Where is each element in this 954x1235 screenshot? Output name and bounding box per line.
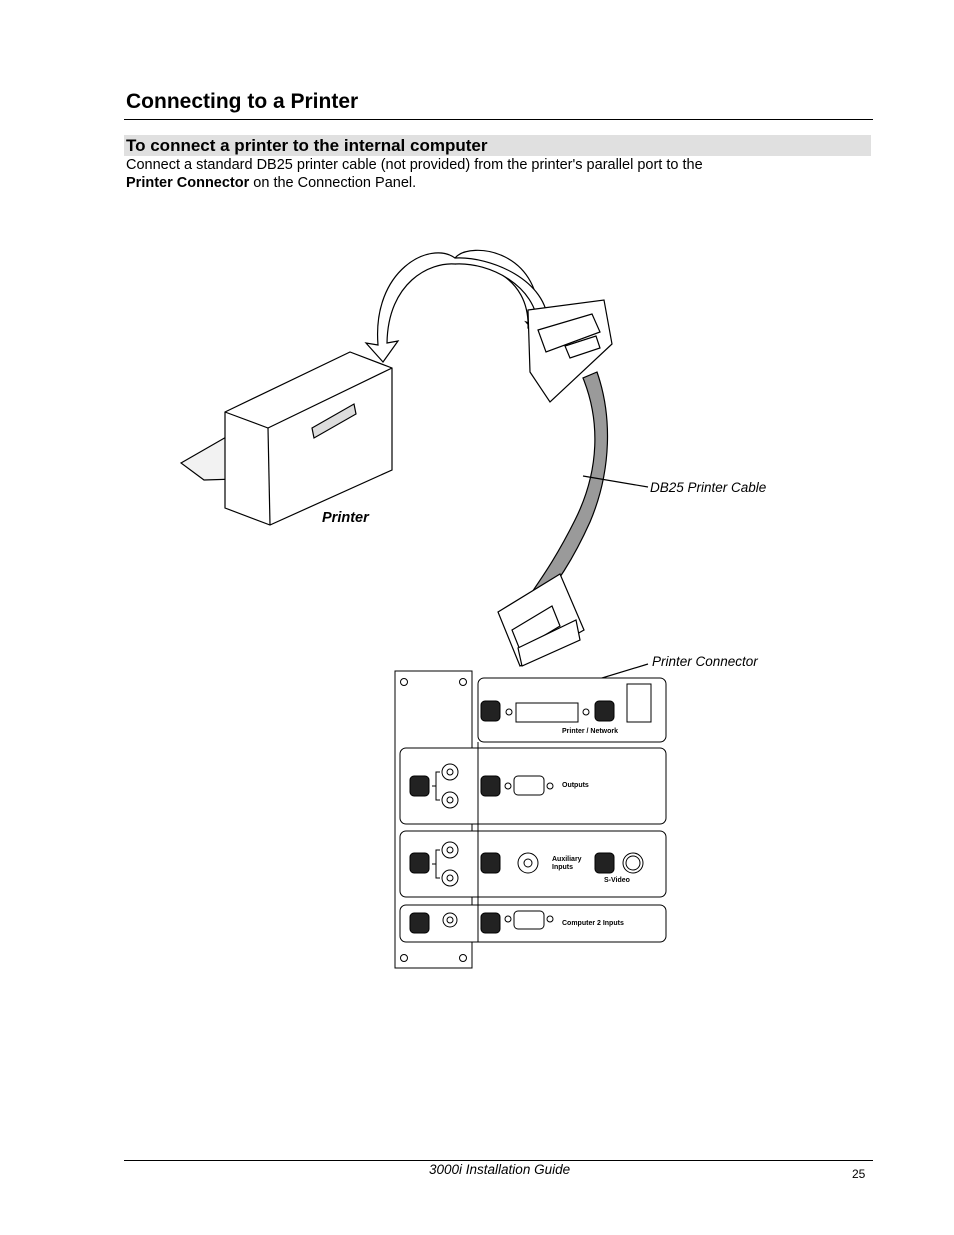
connector-callout: Printer Connector [652, 654, 758, 669]
footer-divider [124, 1160, 873, 1161]
page-title: Connecting to a Printer [126, 90, 359, 113]
cable-callout: DB25 Printer Cable [650, 480, 766, 495]
footer-title: 3000i Installation Guide [429, 1162, 571, 1177]
intro-bold-term: Printer Connector [126, 175, 250, 191]
db25-cable [497, 299, 613, 667]
label-inputs: Inputs [552, 864, 573, 871]
title-divider [124, 119, 873, 120]
printer-illustration [179, 351, 393, 526]
label-computer2: Computer 2 Inputs [562, 920, 624, 927]
section-heading: To connect a printer to the internal com… [124, 135, 871, 156]
connection-panel [394, 670, 667, 969]
cable-leader-line [582, 475, 649, 488]
page-number: 25 [852, 1167, 866, 1181]
intro-paragraph: Connect a standard DB25 printer cable (n… [126, 156, 826, 192]
label-auxiliary: Auxiliary [552, 856, 582, 863]
intro-line-1: Connect a standard DB25 printer cable (n… [126, 157, 703, 173]
label-s-video: S-Video [604, 877, 630, 884]
printer-callout: Printer [322, 510, 370, 526]
label-printer-network: Printer / Network [562, 728, 618, 735]
label-outputs: Outputs [562, 782, 589, 789]
intro-line-2: on the Connection Panel. [249, 175, 417, 191]
